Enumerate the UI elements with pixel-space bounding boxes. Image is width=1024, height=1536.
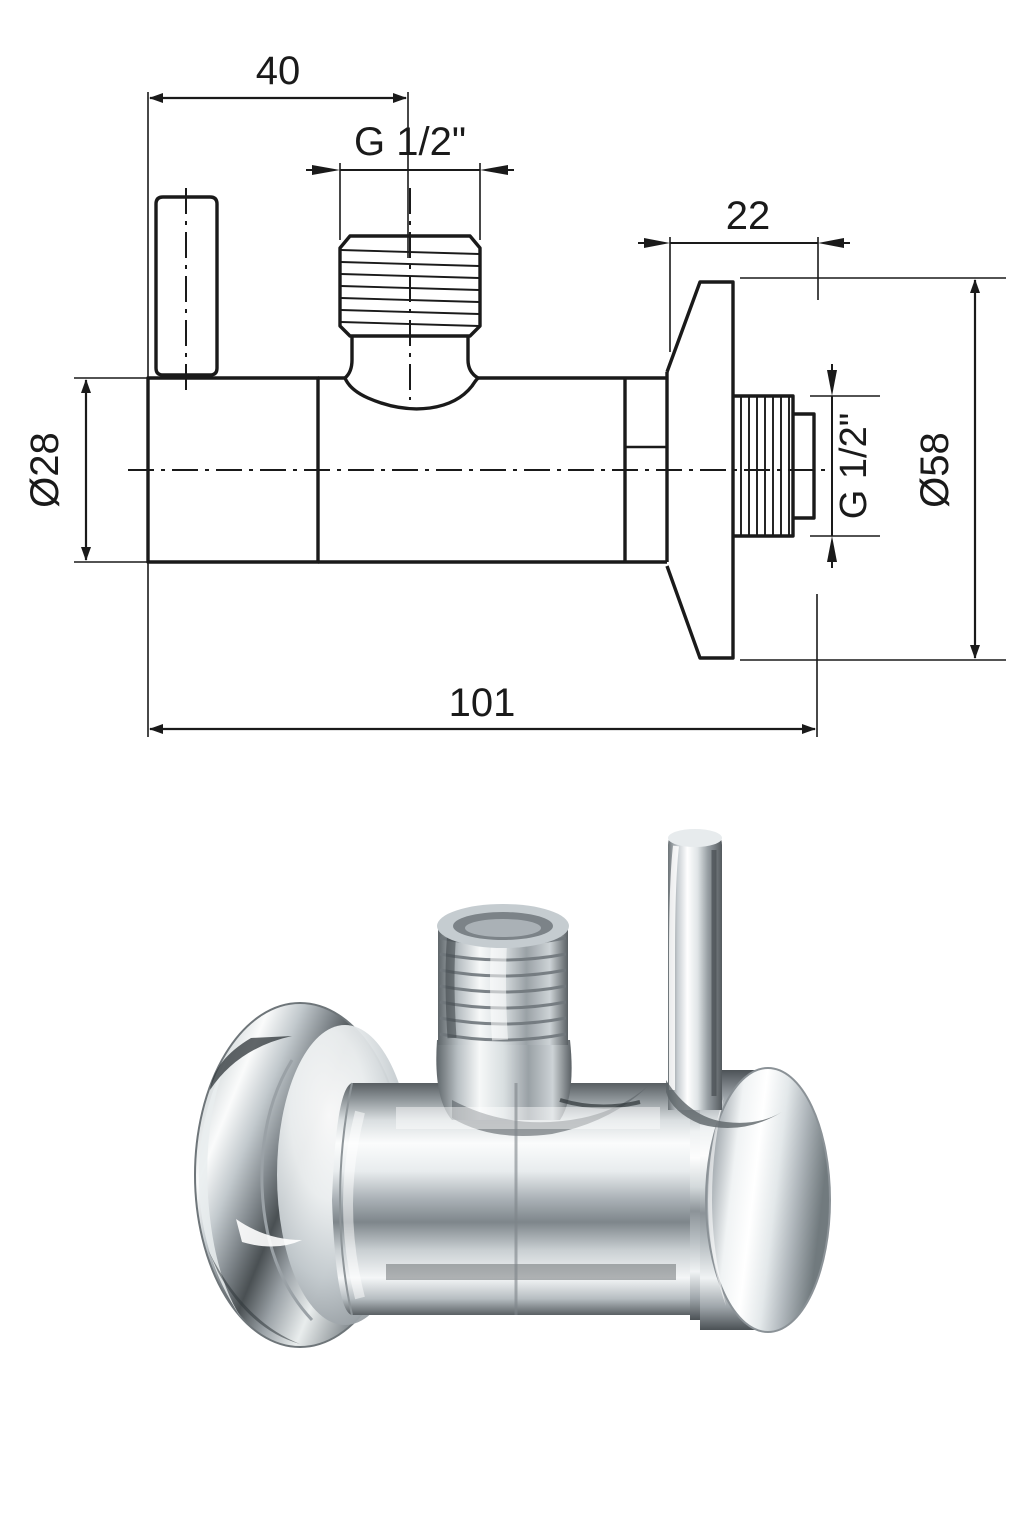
photo-outlet-bore-inner — [465, 919, 541, 937]
dimension-101 — [147, 562, 818, 737]
chrome-angle-valve-photo — [194, 829, 831, 1348]
dimension-label-40: 40 — [256, 49, 301, 93]
photo-flange-top-shadow — [210, 1036, 292, 1090]
dimension-label-dia28: Ø28 — [23, 432, 67, 508]
photo-outlet-blend-shadow — [452, 1086, 648, 1136]
photo-knob-face — [706, 1068, 830, 1332]
dimension-label-101: 101 — [449, 681, 516, 725]
photo-outlet-left-shade — [445, 929, 457, 1039]
vertical-outlet — [338, 234, 482, 380]
photo-knob-highlight — [708, 1096, 726, 1306]
photo-body-left-highlight — [342, 1110, 365, 1300]
dimension-label-thread-top: G 1/2" — [354, 120, 466, 164]
dimension-dia58 — [740, 277, 1006, 661]
outlet-thread-block — [338, 234, 482, 338]
photo-knob-face-edge — [705, 1067, 831, 1333]
photo-lever-highlight — [669, 845, 679, 1090]
photo-flange-seam — [260, 1059, 314, 1322]
dimension-dia28 — [74, 377, 148, 563]
inlet-thread-body — [733, 394, 795, 538]
dimension-22 — [638, 237, 850, 352]
inlet-thread-lines — [740, 396, 790, 536]
dimension-label-22: 22 — [726, 194, 771, 238]
outlet-neck-left — [343, 336, 354, 380]
centerlines — [128, 188, 830, 471]
photo-flange-notch — [236, 1219, 302, 1247]
lever-handle — [154, 195, 219, 377]
inlet-thread-tip — [793, 412, 816, 520]
dimension-label-thread-side: G 1/2" — [833, 413, 875, 519]
photo-outlet-base — [436, 1040, 572, 1120]
photo-lever — [668, 832, 722, 1110]
photo-body-crease — [559, 1098, 641, 1109]
outlet-neck-right — [466, 336, 479, 380]
photo-lever-base-shadow — [666, 1080, 782, 1128]
dimension-40 — [147, 92, 409, 400]
photo-lever-top — [668, 829, 722, 847]
photo-body-left-edge — [338, 1082, 353, 1316]
dimension-thread-side — [810, 364, 880, 568]
dimension-label-dia58: Ø58 — [913, 432, 957, 508]
dimension-thread-top — [306, 163, 514, 240]
outlet-saddle — [343, 376, 480, 411]
